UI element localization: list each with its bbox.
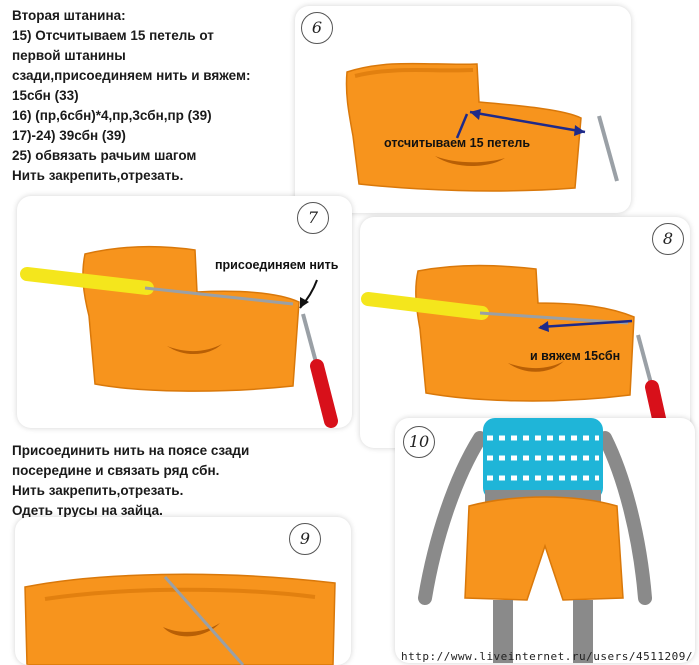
photo-step-9: 9 — [15, 517, 351, 665]
shorts-join-photo — [20, 245, 338, 428]
photo-step-7: 7 присоединяем нить — [17, 196, 352, 428]
instructions-top: Вторая штанина: 15) Отсчитываем 15 петел… — [12, 6, 250, 186]
photo-step-8: 8 и вяжем 15сбн — [360, 217, 690, 448]
instruction-line: первой штанины — [12, 48, 126, 63]
step-number-badge: 7 — [297, 202, 329, 234]
step-number-badge: 6 — [301, 12, 333, 44]
instruction-line: посередине и связать ряд сбн. — [12, 463, 220, 478]
step-number-badge: 8 — [652, 223, 684, 255]
instruction-line: Вторая штанина: — [12, 8, 126, 23]
photo-step-10: 10 — [395, 418, 695, 663]
instruction-line: 15) Отсчитываем 15 петель от — [12, 28, 214, 43]
instruction-line: сзади,присоединяем нить и вяжем: — [12, 68, 251, 83]
bunny-in-shorts-photo — [418, 418, 652, 663]
instruction-line: 17)-24) 39сбн (39) — [12, 128, 126, 143]
shorts-leg-photo — [345, 62, 619, 192]
instruction-line: Присоединить нить на поясе сзади — [12, 443, 250, 458]
instruction-line: Одеть трусы на зайца. — [12, 503, 163, 518]
shorts-waistband-photo — [24, 573, 336, 665]
instruction-line: Нить закрепить,отрезать. — [12, 483, 184, 498]
photo-annotation: и вяжем 15сбн — [530, 349, 621, 363]
photo-step-6: 6 отсчитываем 15 петель — [295, 6, 631, 213]
step-number-badge: 9 — [289, 523, 321, 555]
watermark-url: http://www.liveinternet.ru/users/4511209… — [400, 650, 693, 663]
photo-annotation: отсчитываем 15 петель — [384, 136, 531, 150]
photo-annotation: присоединяем нить — [215, 258, 339, 272]
instruction-line: Нить закрепить,отрезать. — [12, 168, 184, 183]
shorts-knit-photo — [361, 264, 671, 448]
instruction-line: 25) обвязать рачьим шагом — [12, 148, 197, 163]
step-number-badge: 10 — [403, 426, 435, 458]
instruction-line: 16) (пр,6сбн)*4,пр,3сбн,пр (39) — [12, 108, 212, 123]
instructions-bottom: Присоединить нить на поясе сзади посеред… — [12, 441, 249, 521]
instruction-line: 15сбн (33) — [12, 88, 79, 103]
